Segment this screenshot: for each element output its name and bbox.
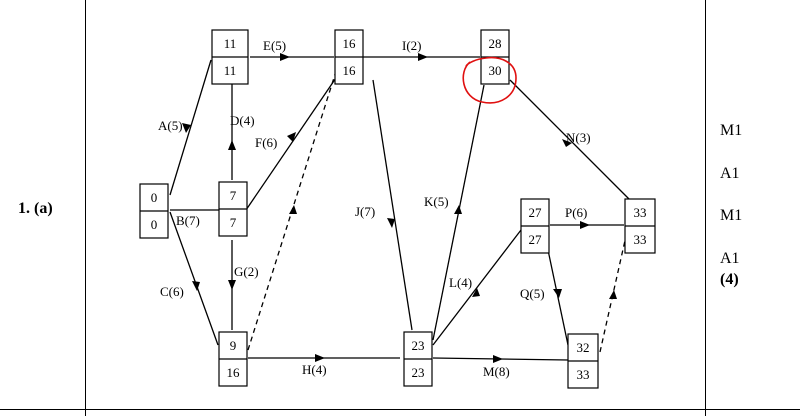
node-late-time: 16 <box>343 63 357 78</box>
arrowhead <box>580 221 590 229</box>
node-late-time: 7 <box>230 215 237 230</box>
node-early-time: 9 <box>230 338 237 353</box>
activity-label: H(4) <box>302 362 327 377</box>
mark: M1 <box>720 122 743 139</box>
activity-label: G(2) <box>234 264 259 279</box>
node-late-time: 30 <box>489 63 502 78</box>
activity-label: B(7) <box>176 213 200 228</box>
activity-label: M(8) <box>483 364 510 379</box>
activity-label: A(5) <box>158 118 183 133</box>
node-early-time: 7 <box>230 188 237 203</box>
mark: M1 <box>720 207 743 224</box>
arrowhead <box>287 132 296 142</box>
arrowhead <box>182 123 191 133</box>
node-early-time: 32 <box>577 340 590 355</box>
node-early-time: 16 <box>343 36 357 51</box>
edge-l <box>432 229 522 346</box>
dummy-edge <box>247 64 339 351</box>
edge-n <box>509 79 631 201</box>
node-late-time: 23 <box>412 365 425 380</box>
activity-label: N(3) <box>566 130 591 145</box>
activity-label: K(5) <box>424 194 449 209</box>
arrowhead <box>418 53 428 61</box>
activity-label: C(6) <box>160 284 184 299</box>
question-label: 1. (a) <box>18 200 53 217</box>
row-divider <box>0 409 800 410</box>
node-early-time: 27 <box>529 205 543 220</box>
node-early-time: 28 <box>489 36 502 51</box>
node-late-time: 27 <box>529 232 543 247</box>
activity-label: E(5) <box>263 38 286 53</box>
arrowhead <box>228 140 236 150</box>
arrowhead <box>315 354 325 362</box>
dummy-edge <box>599 235 627 353</box>
arrowhead <box>562 139 572 147</box>
activity-label: L(4) <box>449 275 472 290</box>
node-early-time: 33 <box>634 205 647 220</box>
node-late-time: 16 <box>227 365 241 380</box>
mark-total: (4) <box>720 271 739 288</box>
activity-label: F(6) <box>255 135 277 150</box>
edge-q <box>547 249 569 346</box>
node-late-time: 33 <box>634 232 647 247</box>
node-early-time: 0 <box>151 190 158 205</box>
activity-label: Q(5) <box>520 286 545 301</box>
node-late-time: 11 <box>224 63 237 78</box>
arrowhead <box>387 218 395 228</box>
column-divider <box>705 0 706 416</box>
red-annotation-circle <box>462 56 517 104</box>
edge-j <box>372 79 413 331</box>
arrowhead <box>472 288 480 297</box>
node-late-time: 0 <box>151 217 158 232</box>
node-early-time: 23 <box>412 338 425 353</box>
mark: A1 <box>720 250 740 267</box>
arrowhead <box>553 289 562 298</box>
mark: A1 <box>720 165 740 182</box>
arrowhead <box>280 53 290 61</box>
arrowhead <box>609 290 617 299</box>
activity-label: I(2) <box>402 38 422 53</box>
arrowhead <box>493 355 503 363</box>
edge-c <box>169 211 219 346</box>
arrowhead <box>228 280 236 290</box>
column-divider <box>85 0 86 416</box>
arrowhead <box>289 205 297 214</box>
activity-label: D(4) <box>230 113 255 128</box>
arrowhead <box>454 205 462 214</box>
arrowhead <box>192 281 200 291</box>
node-late-time: 33 <box>577 367 590 382</box>
activity-label: J(7) <box>355 204 375 219</box>
node-early-time: 11 <box>224 36 237 51</box>
edge-a <box>169 59 212 196</box>
activity-label: P(6) <box>565 205 587 220</box>
